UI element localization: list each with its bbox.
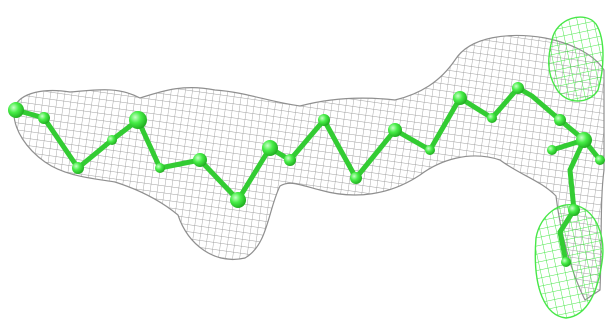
atom [230, 192, 246, 208]
atom [193, 153, 207, 167]
atom [576, 132, 592, 148]
atom [284, 154, 296, 166]
ligand-mesh-ring [548, 16, 604, 102]
atom [107, 135, 117, 145]
atom [72, 162, 84, 174]
density-mesh [13, 34, 605, 301]
atom [38, 112, 50, 124]
atom [568, 204, 580, 216]
ligand-mesh [534, 16, 604, 319]
atom [453, 91, 467, 105]
atoms [8, 82, 605, 267]
atom [554, 114, 566, 126]
atom [350, 172, 362, 184]
atom [547, 145, 557, 155]
atom [512, 82, 524, 94]
atom [318, 114, 330, 126]
atom [425, 145, 435, 155]
atom [155, 163, 165, 173]
atom [595, 155, 605, 165]
atom [561, 257, 571, 267]
atom [487, 113, 497, 123]
density-mesh-body [13, 34, 605, 301]
atom [388, 123, 402, 137]
atom [129, 111, 147, 129]
atom [262, 140, 278, 156]
atom [8, 102, 24, 118]
